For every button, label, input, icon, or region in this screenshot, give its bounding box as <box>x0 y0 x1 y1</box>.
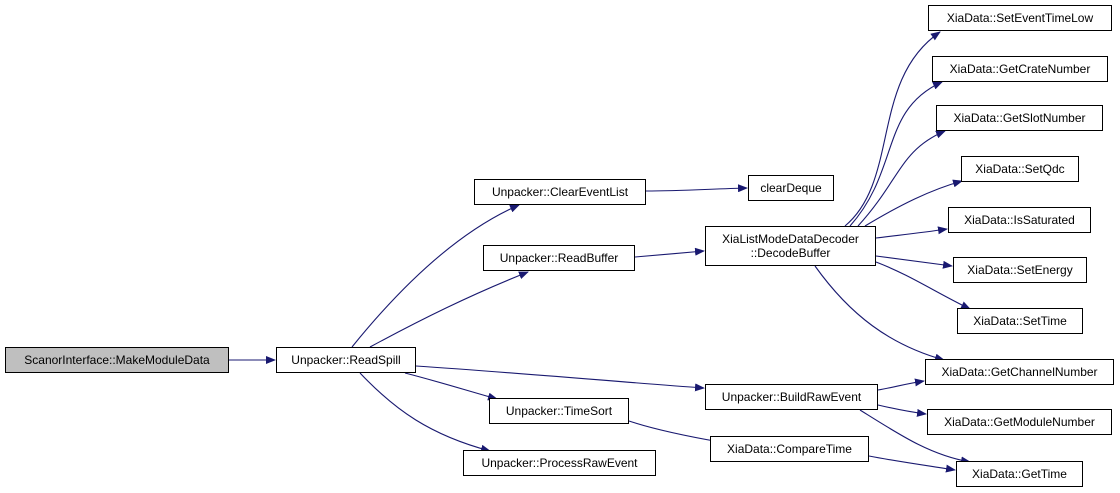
edge-readspill-processrawevent <box>359 372 491 453</box>
edge-buildrawevent-getmodulenumber <box>877 404 927 417</box>
edge-decodebuffer-seteventtimelow <box>844 31 941 227</box>
edge-decodebuffer-settime <box>875 261 971 310</box>
edge-readspill-cleareventlist <box>351 204 520 348</box>
edge-readbuffer-decodebuffer <box>634 247 705 258</box>
node-xiadata-getmodulenumber[interactable]: XiaData::GetModuleNumber <box>927 409 1112 435</box>
node-label: XiaData::SetEnergy <box>967 263 1073 277</box>
node-xialistmodedatadecoder-decodebuffer[interactable]: XiaListModeDataDecoder ::DecodeBuffer <box>705 226 876 266</box>
edge-decodebuffer-getslotnumber <box>857 130 946 227</box>
edge-decodebuffer-getcratenumber <box>849 81 943 227</box>
node-label: XiaData::GetModuleNumber <box>944 415 1095 429</box>
edge-buildrawevent-gettime <box>859 409 971 465</box>
node-label: XiaData::SetEventTimeLow <box>946 11 1094 25</box>
edge-decodebuffer-setqdc <box>864 179 963 227</box>
node-xiadata-issaturated[interactable]: XiaData::IsSaturated <box>948 207 1091 233</box>
node-xiadata-comparetime[interactable]: XiaData::CompareTime <box>710 436 869 462</box>
node-xiadata-seteventtimelow[interactable]: XiaData::SetEventTimeLow <box>928 5 1112 31</box>
node-unpacker-cleareventlist[interactable]: Unpacker::ClearEventList <box>474 179 646 205</box>
node-label: XiaData::GetTime <box>972 467 1067 481</box>
node-label: XiaData::CompareTime <box>727 442 852 456</box>
edge-readspill-buildrawevent <box>415 365 705 392</box>
node-unpacker-buildrawevent[interactable]: Unpacker::BuildRawEvent <box>705 384 878 410</box>
node-label-line-2: ::DecodeBuffer <box>750 246 831 260</box>
node-label: Unpacker::TimeSort <box>505 404 613 418</box>
edge-buildrawevent-getchannelnumber <box>877 378 925 391</box>
node-unpacker-processrawevent[interactable]: Unpacker::ProcessRawEvent <box>463 450 656 476</box>
node-xiadata-getcratenumber[interactable]: XiaData::GetCrateNumber <box>932 56 1108 82</box>
node-label: XiaData::GetCrateNumber <box>949 62 1091 76</box>
edge-decodebuffer-setenergy <box>875 255 953 269</box>
node-label: XiaData::SetQdc <box>975 162 1065 176</box>
edge-cleareventlist-cleardeque <box>645 184 748 193</box>
edge-readspill-readbuffer <box>369 271 529 348</box>
node-xiadata-settime[interactable]: XiaData::SetTime <box>957 308 1083 334</box>
edge-readspill-timesort <box>404 372 498 401</box>
node-unpacker-readbuffer[interactable]: Unpacker::ReadBuffer <box>483 245 635 271</box>
node-scanorinterface-makemoduledata: ScanorInterface::MakeModuleData <box>5 347 229 373</box>
node-label: Unpacker::BuildRawEvent <box>721 390 862 404</box>
edge-timesort-comparetime <box>628 420 721 445</box>
node-cleardeque[interactable]: clearDeque <box>748 175 834 201</box>
node-unpacker-readspill[interactable]: Unpacker::ReadSpill <box>276 347 416 373</box>
node-label: XiaData::IsSaturated <box>964 213 1075 227</box>
node-label: XiaData::SetTime <box>973 314 1067 328</box>
node-unpacker-timesort[interactable]: Unpacker::TimeSort <box>489 398 629 424</box>
node-label: ScanorInterface::MakeModuleData <box>24 353 210 367</box>
node-label: clearDeque <box>760 181 822 195</box>
node-label-line-1: XiaListModeDataDecoder <box>722 232 859 246</box>
node-label: Unpacker::ClearEventList <box>491 185 629 199</box>
node-label: XiaData::GetChannelNumber <box>941 365 1098 379</box>
node-xiadata-getslotnumber[interactable]: XiaData::GetSlotNumber <box>936 105 1103 131</box>
node-label: XiaData::GetSlotNumber <box>953 111 1086 125</box>
edge-comparetime-gettime <box>868 455 956 473</box>
node-label: Unpacker::ReadBuffer <box>499 251 619 265</box>
node-label: Unpacker::ReadSpill <box>291 353 401 367</box>
node-xiadata-getchannelnumber[interactable]: XiaData::GetChannelNumber <box>925 359 1114 385</box>
node-xiadata-setenergy[interactable]: XiaData::SetEnergy <box>953 257 1087 283</box>
edge-decodebuffer-issaturated <box>875 226 948 239</box>
node-xiadata-setqdc[interactable]: XiaData::SetQdc <box>961 156 1079 182</box>
node-label: Unpacker::ProcessRawEvent <box>481 456 638 470</box>
edge-decodebuffer-getchannelnumber <box>814 265 945 362</box>
node-xiadata-gettime[interactable]: XiaData::GetTime <box>956 461 1083 487</box>
